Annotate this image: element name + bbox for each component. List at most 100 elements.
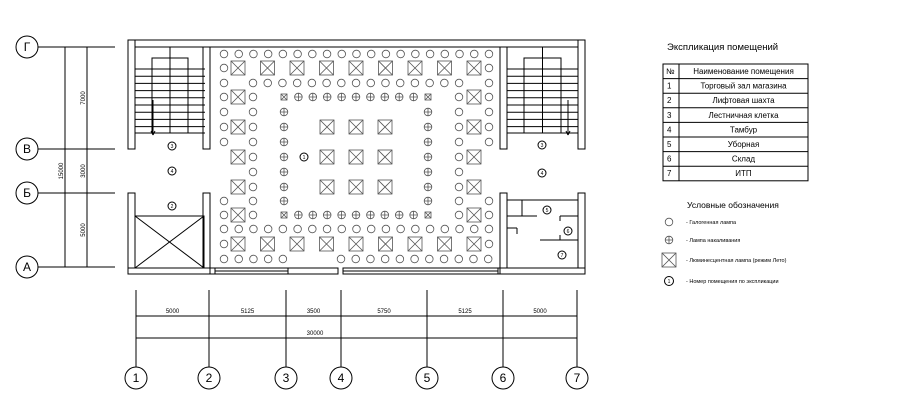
- halogen-lamp-icon: [234, 49, 243, 59]
- halogen-lamp-icon: [455, 224, 464, 234]
- halogen-lamp-icon: [484, 254, 493, 264]
- dimension-label: 3000: [81, 164, 87, 178]
- halogen-lamp-icon: [219, 196, 229, 206]
- halogen-lamp-icon: [322, 224, 332, 234]
- halogen-lamp-icon: [234, 224, 243, 234]
- fluorescent-lamp-cross: [289, 236, 305, 252]
- halogen-lamp-icon: [440, 78, 449, 88]
- incandescent-lamp-cross: [409, 211, 418, 219]
- wall: [127, 267, 211, 275]
- halogen-lamp-icon: [337, 224, 346, 234]
- fluorescent-lamp-cross: [378, 236, 393, 252]
- halogen-lamp-icon: [454, 167, 464, 177]
- wall: [577, 39, 586, 150]
- window: [342, 270, 499, 275]
- axis-label-col: 7: [574, 371, 581, 385]
- halogen-lamp-icon: [484, 49, 494, 59]
- fluorescent-lamp-cross: [466, 179, 482, 195]
- halogen-lamp-icon: [248, 137, 258, 147]
- wall: [202, 192, 211, 269]
- table-cell-number: 5: [667, 140, 672, 149]
- axis-label-col: 2: [206, 371, 213, 385]
- table-cell-number: 1: [667, 82, 672, 91]
- halogen-lamp-icon: [293, 224, 302, 234]
- room-number-icon: [537, 140, 547, 150]
- axis-label-col: 4: [338, 371, 345, 385]
- halogen-lamp-icon: [249, 49, 258, 59]
- legend-label: - Лампа накаливания: [686, 238, 740, 244]
- incandescent-lamp-cross: [352, 211, 360, 219]
- halogen-lamp-icon: [352, 49, 361, 59]
- halogen-lamp-icon: [248, 122, 258, 132]
- room-number: 1: [303, 155, 306, 161]
- fluorescent-lamp-cross: [319, 60, 334, 76]
- halogen-lamp-icon: [484, 92, 494, 102]
- incandescent-lamp-cross: [424, 108, 432, 116]
- halogen-lamp-icon: [219, 137, 229, 147]
- fluorescent-lamp-cross: [466, 60, 482, 76]
- fluorescent-lamp-cross: [230, 236, 246, 252]
- room-number-icon: [664, 276, 674, 286]
- dimension-label: 5000: [533, 309, 547, 315]
- halogen-lamp-icon: [469, 254, 478, 264]
- room-number: 5: [546, 208, 549, 214]
- room-number-icon: [167, 201, 177, 211]
- fluorescent-lamp-cross: [466, 236, 482, 252]
- fluorescent-lamp-cross: [230, 207, 246, 223]
- elevator-cross: [134, 215, 205, 269]
- halogen-lamp-icon: [249, 224, 258, 234]
- halogen-lamp-icon: [440, 224, 449, 234]
- halogen-lamp-icon: [454, 182, 464, 192]
- halogen-lamp-icon: [396, 224, 405, 234]
- table-cell-number: 4: [667, 125, 672, 134]
- fluorescent-lamp-cross: [424, 93, 432, 101]
- halogen-lamp-icon: [380, 254, 390, 264]
- room-number: 6: [567, 229, 570, 235]
- fluorescent-lamp-cross: [319, 119, 335, 135]
- halogen-lamp-icon: [219, 254, 229, 264]
- halogen-lamp-icon: [484, 78, 494, 88]
- axis-bubble: [274, 366, 298, 390]
- halogen-lamp-icon: [351, 254, 360, 264]
- halogen-lamp-icon: [219, 210, 229, 220]
- fluorescent-lamp-cross: [424, 211, 432, 219]
- halogen-lamp-icon: [337, 78, 346, 88]
- fluorescent-lamp-cross: [466, 119, 482, 135]
- dimension-label: 30000: [307, 331, 324, 337]
- halogen-lamp-icon: [292, 78, 302, 88]
- wall-line: [152, 130, 156, 136]
- halogen-lamp-icon: [484, 122, 494, 132]
- axis-label-col: 1: [133, 371, 140, 385]
- halogen-lamp-icon: [219, 49, 229, 59]
- halogen-lamp-icon: [411, 224, 420, 234]
- incandescent-lamp-cross: [424, 168, 432, 176]
- wall: [127, 39, 136, 150]
- halogen-lamp-icon: [337, 49, 346, 59]
- table-cell-name: Торговый зал магазина: [700, 82, 787, 91]
- dimension-label: 5125: [458, 309, 472, 315]
- walls: [127, 39, 586, 275]
- fluorescent-lamp-cross: [348, 60, 364, 76]
- axis-label-col: 5: [424, 371, 431, 385]
- fluorescent-lamp-cross: [378, 60, 393, 76]
- fluorescent-lamp-cross: [260, 236, 275, 252]
- incandescent-lamp-cross: [337, 211, 346, 219]
- room-number-icon: [537, 168, 547, 178]
- incandescent-lamp-cross: [280, 183, 288, 191]
- incandescent-lamp-cross: [337, 93, 346, 101]
- fluorescent-lamp-cross: [348, 179, 364, 195]
- table-cell-name: ИТП: [735, 169, 752, 178]
- incandescent-lamp-cross: [381, 93, 389, 101]
- incandescent-lamp-cross: [294, 211, 303, 219]
- axis-label-row: Б: [23, 186, 31, 200]
- halogen-lamp-icon: [454, 196, 464, 206]
- axis-label-col: 6: [500, 371, 507, 385]
- incandescent-lamp-cross: [424, 138, 432, 146]
- incandescent-lamp-cross: [309, 211, 317, 219]
- room-number: 3: [171, 144, 174, 150]
- fluorescent-lamp-cross: [280, 93, 288, 101]
- halogen-lamp-icon: [219, 63, 229, 73]
- halogen-lamp-icon: [248, 167, 258, 177]
- halogen-lamp-icon: [425, 78, 434, 88]
